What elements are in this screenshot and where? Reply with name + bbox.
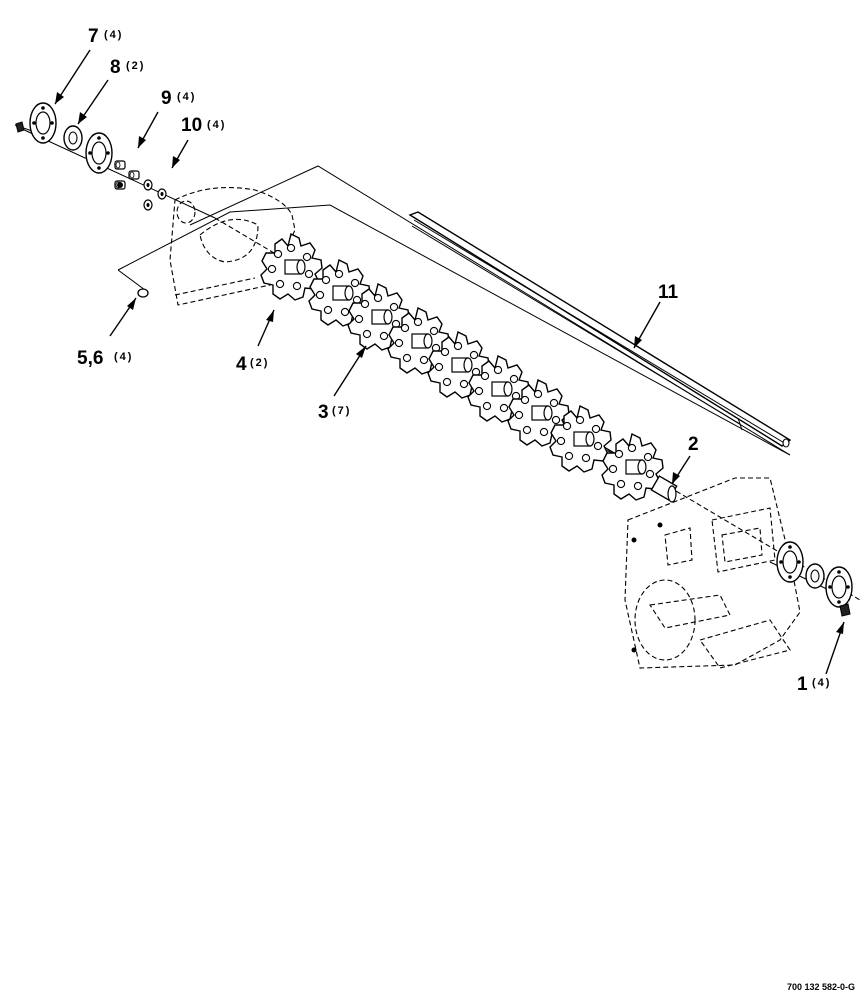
callout-number: 10 (181, 115, 202, 136)
callout-quantity: (4) (104, 29, 123, 41)
sprocket-assembly (260, 233, 678, 503)
left-side-frame (169, 186, 296, 306)
bearing-flange-icon (776, 541, 804, 583)
right-side-frame (624, 477, 801, 669)
spacer-icon (650, 475, 678, 503)
bearing-flange-icon (29, 102, 57, 144)
callout-quantity: (7) (332, 405, 351, 417)
callout-number: 8 (110, 57, 121, 78)
callout-quantity: (4) (812, 677, 831, 689)
callout-number: 11 (658, 282, 679, 303)
callout-leaders (54, 49, 845, 675)
callout-10: 10 (4) (181, 115, 226, 136)
callout-number: 7 (88, 26, 99, 47)
left-bearing-stack (14, 102, 167, 211)
bearing-icon (805, 563, 825, 589)
bearing-flange-icon (85, 132, 113, 174)
callout-3: 3 (7) (318, 402, 351, 423)
callout-7: 7 (4) (88, 26, 123, 47)
callout-quantity: (4) (114, 351, 133, 363)
right-bearing-stack (769, 541, 853, 617)
callout-quantity: (2) (250, 357, 269, 369)
callout-number: 3 (318, 402, 329, 423)
callout-quantity: (4) (207, 119, 226, 131)
callout-4: 4 (2) (236, 354, 269, 375)
callout-quantity: (2) (126, 60, 145, 72)
callout-5-6: 5,6 (4) (77, 348, 133, 369)
callout-number: 1 (797, 674, 808, 695)
bearing-icon (63, 125, 83, 151)
callout-number: 9 (161, 88, 172, 109)
callout-8: 8 (2) (110, 57, 145, 78)
bolt-icon (839, 603, 851, 617)
callout-2: 2 (688, 434, 699, 455)
bearing-flange-icon (825, 566, 853, 608)
callout-number: 5,6 (77, 348, 103, 369)
bolt-icon (15, 121, 25, 133)
callout-9: 9 (4) (161, 88, 196, 109)
pin-icon (137, 288, 149, 298)
callout-quantity: (4) (177, 91, 196, 103)
mounting-plane-outline (117, 165, 791, 456)
hex-shaft (408, 211, 792, 448)
drawing-number: 700 132 582-0-G (787, 982, 855, 992)
washer-icon (143, 179, 167, 211)
callout-number: 4 (236, 354, 247, 375)
callout-1: 1 (4) (797, 674, 831, 695)
callout-number: 2 (688, 434, 699, 455)
callout-11: 11 (658, 282, 679, 303)
